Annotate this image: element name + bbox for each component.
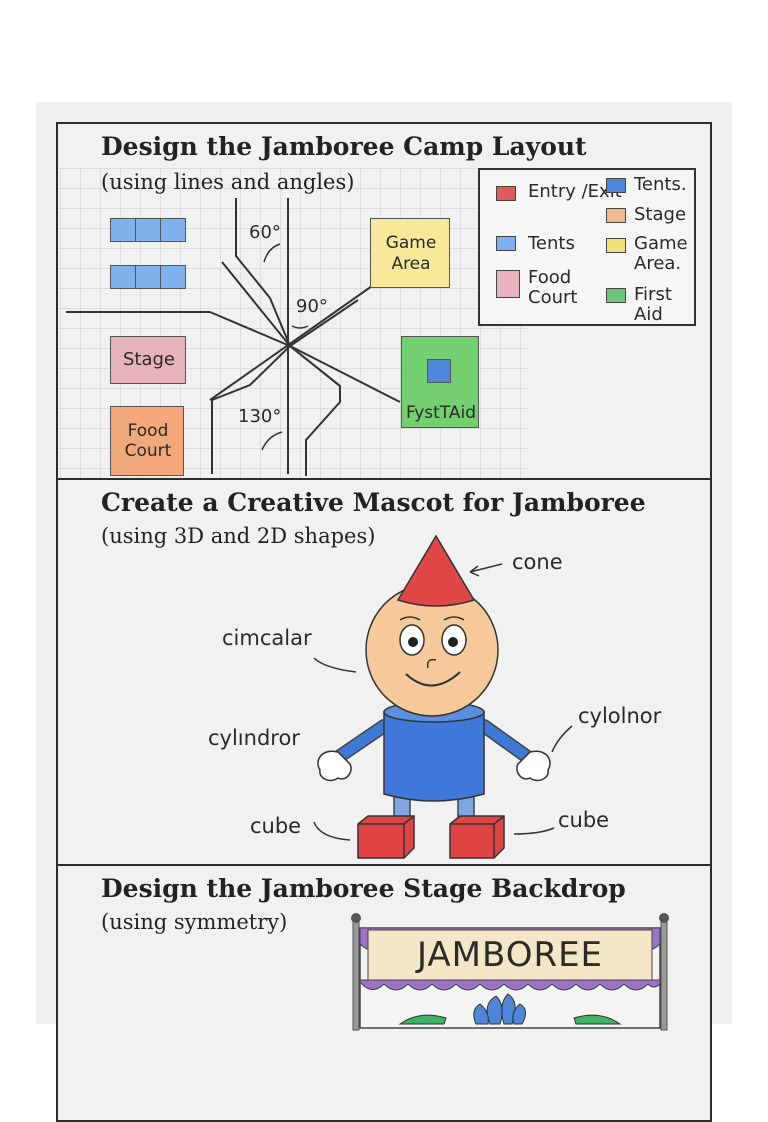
mascot-arms bbox=[317, 719, 551, 782]
legend-swatch-game-area bbox=[606, 238, 626, 253]
legend-swatch-entry bbox=[496, 186, 516, 201]
backdrop-section-subtitle: (using symmetry) bbox=[101, 910, 288, 934]
backdrop-section-title: Design the Jamboree Stage Backdrop bbox=[101, 874, 626, 903]
angle-60-label: 60° bbox=[249, 222, 281, 243]
mascot-drawing bbox=[313, 534, 573, 859]
first-aid-label: FystTAid bbox=[405, 403, 476, 423]
camp-section-title: Design the Jamboree Camp Layout bbox=[101, 132, 587, 161]
tent-block bbox=[135, 265, 161, 289]
camp-section-subtitle: (using lines and angles) bbox=[101, 170, 355, 194]
cylinder-left-label: cylındror bbox=[208, 726, 300, 750]
tent-block bbox=[160, 265, 186, 289]
stage-label: Stage bbox=[122, 349, 175, 370]
mascot-section-title: Create a Creative Mascot for Jamboree bbox=[101, 488, 646, 517]
first-aid-block: FystTAid bbox=[401, 336, 479, 428]
legend-first-aid-label: First Aid bbox=[634, 284, 672, 325]
backdrop-drawing bbox=[351, 913, 669, 1031]
section-divider bbox=[56, 864, 712, 866]
cube-right-label: cube bbox=[558, 808, 610, 832]
food-court-block: Food Court bbox=[110, 406, 184, 476]
tent-block bbox=[110, 218, 136, 242]
legend-stage-label: Stage bbox=[634, 204, 687, 225]
mascot-section-subtitle: (using 3D and 2D shapes) bbox=[101, 524, 376, 548]
legend-food-court-label: Food Court bbox=[528, 267, 578, 308]
first-aid-tent-icon bbox=[427, 359, 451, 383]
legend-entry-label: Entry /Exit bbox=[528, 181, 622, 202]
tent-block bbox=[160, 218, 186, 242]
camp-legend: Entry /Exit Tents. Tents Stage Food Cour… bbox=[478, 168, 696, 326]
legend-tents-label: Tents bbox=[528, 233, 575, 254]
cylinder-right-label: cylolnor bbox=[578, 704, 662, 728]
legend-tents-dark-label: Tents. bbox=[634, 174, 687, 195]
game-area-label: Game Area bbox=[385, 233, 437, 274]
legend-swatch-food-court bbox=[496, 270, 520, 298]
legend-swatch-stage bbox=[606, 208, 626, 223]
legend-swatch-tents-dark bbox=[606, 178, 626, 193]
mascot-feet bbox=[357, 815, 505, 859]
banner-title: JAMBOREE bbox=[416, 935, 604, 975]
cone-label: cone bbox=[512, 550, 563, 574]
legend-game-area-label: Game Area. bbox=[634, 233, 688, 274]
angle-130-label: 130° bbox=[238, 406, 282, 427]
game-area-block: Game Area bbox=[370, 218, 450, 288]
legend-swatch-tents bbox=[496, 236, 516, 251]
circle-label: cimcalar bbox=[222, 626, 312, 650]
stage-block: Stage bbox=[110, 336, 186, 384]
angle-90-label: 90° bbox=[296, 296, 328, 317]
legend-swatch-first-aid bbox=[606, 288, 626, 303]
cube-left-label: cube bbox=[250, 814, 302, 838]
food-court-label: Food Court bbox=[124, 421, 172, 461]
section-divider bbox=[56, 478, 712, 480]
